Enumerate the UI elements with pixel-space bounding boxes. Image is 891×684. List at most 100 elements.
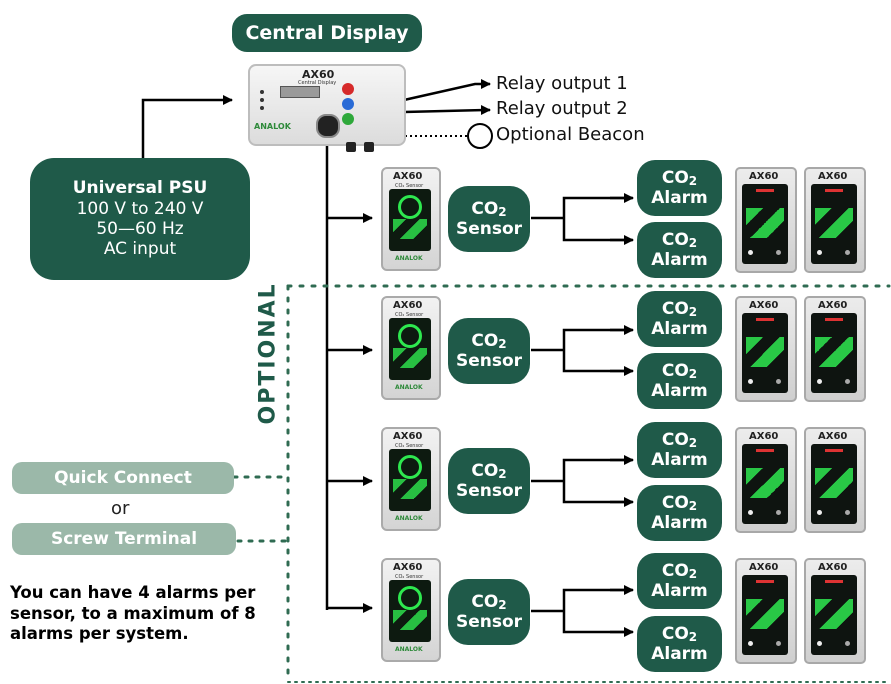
alarm-device: AX60 [735, 427, 797, 533]
central-display-label: Central Display [232, 14, 422, 52]
controller-led-3 [260, 106, 264, 110]
co2-alarm-word: Alarm [651, 188, 708, 208]
alarm-device: AX60 [735, 296, 797, 402]
alarm-led-icon [817, 379, 822, 384]
co2-alarm-gas: CO2 [661, 298, 698, 319]
relay-output-2: Relay output 2 [496, 98, 628, 119]
alarm-led-icon [845, 379, 850, 384]
co2-alarm-word: Alarm [651, 450, 708, 470]
controller-logo: AX60 [302, 68, 335, 81]
gland-icon [346, 142, 356, 152]
alarm-indicator-icon [756, 449, 774, 452]
co2-alarm-word: Alarm [651, 319, 708, 339]
row1-fork [562, 196, 632, 242]
alarm-led-icon [845, 250, 850, 255]
psu-line-3: AC input [103, 239, 177, 260]
alarm-chevron-icon [815, 599, 853, 629]
sensor-device-brand: ANALOK [395, 255, 423, 262]
co2-sensor-gas: CO2 [471, 198, 507, 219]
alarm-chevron-icon [746, 337, 784, 367]
beacon-icon [467, 123, 493, 149]
sensor-device: AX60 CO₂ Sensor ANALOK [381, 427, 441, 531]
controller-device: AX60 Central Display ANALOK [248, 64, 406, 146]
sensor-device: AX60 CO₂ Sensor ANALOK [381, 167, 441, 271]
sensor-device-face [389, 318, 431, 380]
controller-knob [316, 114, 340, 138]
controller-cancel-icon [342, 83, 354, 95]
sensor-chevron-icon [393, 219, 427, 239]
sensor-ring-icon [398, 586, 422, 610]
alarm-device-face [742, 444, 788, 524]
alarm-device: AX60 [804, 296, 866, 402]
psu-to-controller-arrow [141, 95, 233, 158]
sensor-device-brand: ANALOK [395, 646, 423, 653]
alarm-indicator-icon [756, 189, 774, 192]
co2-alarm-word: Alarm [651, 513, 708, 533]
sensor-device-caption: CO₂ Sensor [395, 183, 424, 189]
psu-title: Universal PSU [72, 178, 208, 199]
co2-alarm-gas: CO2 [661, 623, 698, 644]
central-display-text: Central Display [245, 21, 409, 44]
alarm-indicator-icon [756, 318, 774, 321]
alarm-device: AX60 [804, 167, 866, 273]
or-label: or [111, 498, 130, 519]
alarm-device-logo: AX60 [818, 171, 848, 182]
controller-led-1 [260, 90, 264, 94]
controller-accept-icon [342, 113, 354, 125]
alarm-indicator-icon [825, 318, 843, 321]
sensor-device-logo: AX60 [393, 300, 423, 311]
alarm-device-face [811, 184, 857, 264]
co2-alarm-word: Alarm [651, 644, 708, 664]
co2-alarm-gas: CO2 [661, 167, 698, 188]
alarm-device-face [811, 575, 857, 655]
sensor-ring-icon [398, 324, 422, 348]
sensor-chevron-icon [393, 610, 427, 630]
sensor-device-logo: AX60 [393, 562, 423, 573]
alarm-device: AX60 [804, 558, 866, 664]
sensor-device-logo: AX60 [393, 431, 423, 442]
sensor-device-caption: CO₂ Sensor [395, 443, 424, 449]
gland-icon [364, 142, 374, 152]
psu-line-1: 100 V to 240 V [76, 198, 204, 219]
alarm-device-face [811, 444, 857, 524]
alarm-led-icon [817, 641, 822, 646]
controller-screen [280, 86, 320, 98]
alarm-chevron-icon [815, 208, 853, 238]
controller-brand: ANALOK [254, 122, 291, 131]
co2-alarm-word: Alarm [651, 581, 708, 601]
alarm-device-logo: AX60 [749, 562, 779, 573]
co2-alarm-gas: CO2 [661, 360, 698, 381]
alarm-indicator-icon [825, 449, 843, 452]
alarm-led-icon [776, 510, 781, 515]
alarm-device-logo: AX60 [818, 562, 848, 573]
alarm-led-icon [748, 641, 753, 646]
alarm-device-face [742, 575, 788, 655]
alarm-led-icon [817, 250, 822, 255]
relay-output-1: Relay output 1 [496, 73, 628, 94]
sensor-device: AX60 CO₂ Sensor ANALOK [381, 558, 441, 662]
co2-alarm-word: Alarm [651, 250, 708, 270]
alarm-limit-note: You can have 4 alarms per sensor, to a m… [10, 583, 256, 644]
co2-sensor-word: Sensor [455, 219, 523, 239]
co2-alarm-gas: CO2 [661, 492, 698, 513]
sensor-ring-icon [398, 195, 422, 219]
alarm-led-icon [776, 641, 781, 646]
co2-sensor-gas: CO2 [471, 460, 507, 481]
universal-psu: Universal PSU 100 V to 240 V 50—60 Hz AC… [30, 158, 250, 280]
co2-alarm-gas: CO2 [661, 429, 698, 450]
co2-alarm-gas: CO2 [661, 229, 698, 250]
sensor-device: AX60 CO₂ Sensor ANALOK [381, 296, 441, 400]
alarm-device-logo: AX60 [818, 300, 848, 311]
alarm-device: AX60 [804, 427, 866, 533]
alarm-led-icon [776, 379, 781, 384]
co2-sensor-gas: CO2 [471, 591, 507, 612]
